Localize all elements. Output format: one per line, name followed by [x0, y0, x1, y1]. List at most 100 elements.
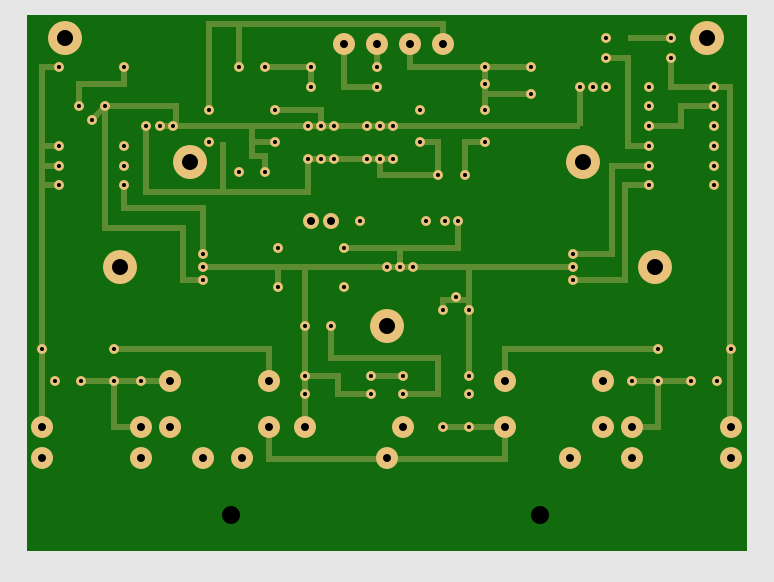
- solder-pad: [464, 371, 474, 381]
- solder-pad: [231, 447, 253, 469]
- solder-pad: [366, 33, 388, 55]
- copper-trace: [341, 44, 377, 90]
- solder-pad: [130, 416, 152, 438]
- solder-pad: [37, 344, 47, 354]
- solder-pad: [316, 154, 326, 164]
- solder-pad: [198, 262, 208, 272]
- copper-trace: [143, 126, 311, 195]
- solder-pad: [54, 180, 64, 190]
- copper-trace: [573, 163, 649, 257]
- solder-pad: [372, 82, 382, 92]
- solder-pad: [141, 121, 151, 131]
- solder-pad: [638, 250, 672, 284]
- solder-pad: [376, 447, 398, 469]
- solder-pad: [119, 141, 129, 151]
- copper-trace: [121, 185, 206, 254]
- solder-pad: [48, 21, 82, 55]
- solder-pad: [159, 370, 181, 392]
- solder-pad: [720, 416, 742, 438]
- solder-pad: [709, 141, 719, 151]
- solder-pad: [258, 416, 280, 438]
- solder-pad: [31, 416, 53, 438]
- solder-pad: [375, 154, 385, 164]
- copper-traces: [39, 21, 733, 462]
- solder-pad: [204, 105, 214, 115]
- solder-pad: [494, 416, 516, 438]
- solder-pad: [316, 121, 326, 131]
- solder-pad: [653, 376, 663, 386]
- solder-pad: [31, 447, 53, 469]
- solder-pad: [109, 376, 119, 386]
- solder-pad: [100, 101, 110, 111]
- solder-pad: [303, 154, 313, 164]
- solder-pad: [392, 416, 414, 438]
- solder-pad: [173, 145, 207, 179]
- solder-pad: [130, 447, 152, 469]
- solder-pad: [712, 376, 722, 386]
- solder-pad: [453, 216, 463, 226]
- solder-pad: [709, 180, 719, 190]
- solder-pad: [54, 141, 64, 151]
- pcb-board: [27, 15, 747, 551]
- solder-pad: [74, 101, 84, 111]
- solder-pad: [303, 121, 313, 131]
- solder-pad: [398, 389, 408, 399]
- solder-pad: [198, 275, 208, 285]
- copper-trace: [275, 107, 324, 126]
- solder-pad: [258, 370, 280, 392]
- solder-pad: [398, 371, 408, 381]
- solder-pad: [339, 243, 349, 253]
- solder-pad: [666, 53, 676, 63]
- solder-pad: [395, 262, 405, 272]
- copper-trace: [573, 182, 649, 283]
- copper-trace: [89, 103, 179, 126]
- copper-trace: [377, 159, 438, 178]
- solder-pad: [333, 33, 355, 55]
- solder-pad: [370, 309, 404, 343]
- solder-pad: [575, 82, 585, 92]
- solder-pad: [375, 121, 385, 131]
- solder-pad: [362, 154, 372, 164]
- solder-pad: [644, 180, 654, 190]
- copper-trace: [649, 103, 714, 129]
- solder-pad: [270, 137, 280, 147]
- solder-pad: [270, 105, 280, 115]
- mounting-holes: [222, 506, 549, 524]
- solder-pad: [464, 389, 474, 399]
- solder-pad: [653, 344, 663, 354]
- copper-trace: [420, 139, 441, 175]
- solder-pad: [627, 376, 637, 386]
- solder-pad: [366, 371, 376, 381]
- solder-pad: [119, 62, 129, 72]
- solder-pad: [592, 370, 614, 392]
- solder-pad: [621, 447, 643, 469]
- solder-pad: [601, 33, 611, 43]
- solder-pad: [644, 161, 654, 171]
- component-pads: [31, 21, 742, 469]
- solder-pad: [119, 180, 129, 190]
- solder-pad: [494, 370, 516, 392]
- solder-pad: [621, 416, 643, 438]
- solder-pad: [300, 321, 310, 331]
- solder-pad: [87, 115, 97, 125]
- solder-pad: [526, 89, 536, 99]
- solder-pad: [709, 161, 719, 171]
- solder-pad: [329, 121, 339, 131]
- solder-pad: [526, 62, 536, 72]
- copper-trace: [344, 221, 461, 251]
- solder-pad: [438, 305, 448, 315]
- solder-pad: [433, 170, 443, 180]
- solder-pad: [306, 62, 316, 72]
- solder-pad: [421, 216, 431, 226]
- solder-pad: [666, 33, 676, 43]
- solder-pad: [339, 282, 349, 292]
- solder-pad: [326, 321, 336, 331]
- solder-pad: [136, 376, 146, 386]
- solder-pad: [388, 154, 398, 164]
- solder-pad: [192, 447, 214, 469]
- solder-pad: [601, 53, 611, 63]
- solder-pad: [399, 33, 421, 55]
- solder-pad: [234, 62, 244, 72]
- solder-pad: [726, 344, 736, 354]
- solder-pad: [306, 82, 316, 92]
